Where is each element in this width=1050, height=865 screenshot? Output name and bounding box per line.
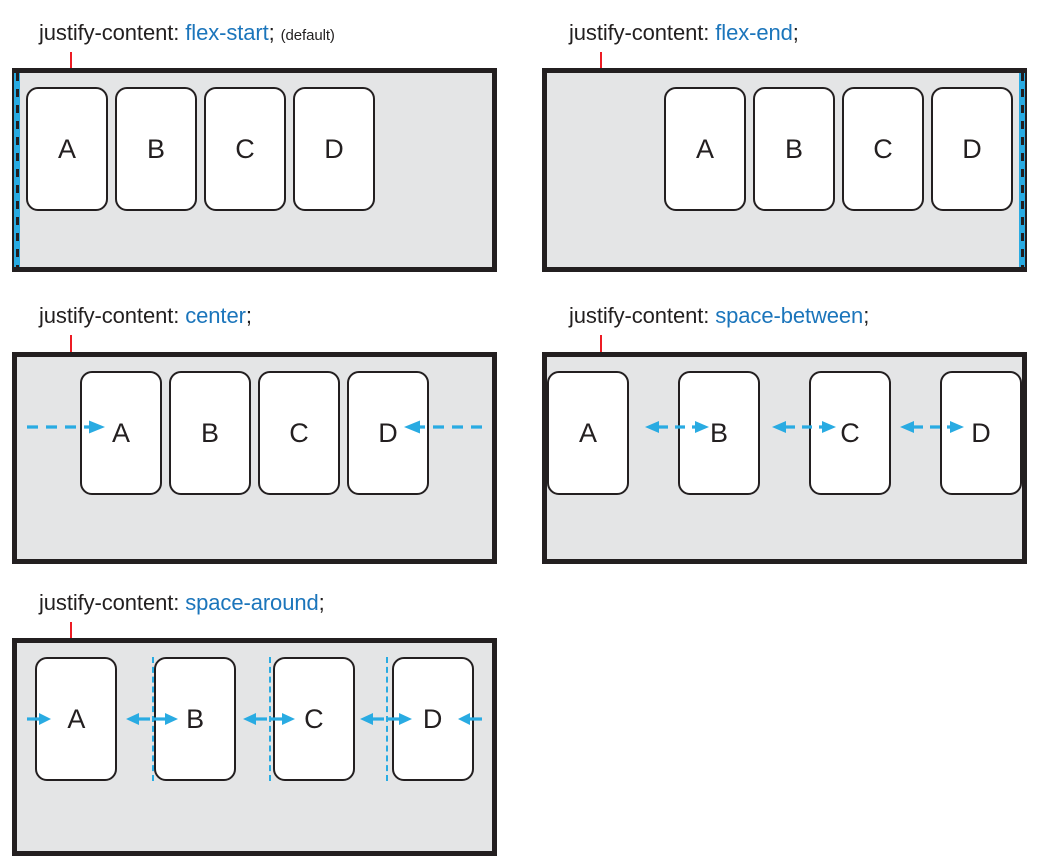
- space-around-arrow-edge-right: [458, 713, 482, 725]
- flex-item: B: [753, 87, 835, 211]
- caption-flex-start: justify-content: flex-start; (default): [12, 22, 497, 44]
- flex-container-space-between: A B C D: [542, 352, 1027, 564]
- semicolon: ;: [792, 20, 799, 45]
- flex-item: A: [664, 87, 746, 211]
- semicolon: ;: [863, 303, 870, 328]
- flex-container-space-around: A B C D: [12, 638, 497, 856]
- caption-space-between: justify-content: space-between;: [542, 305, 1027, 327]
- value-label: space-between: [715, 303, 864, 328]
- diagram-flex-start: justify-content: flex-start; (default): [12, 22, 497, 74]
- diagram-flex-end: justify-content: flex-end;: [542, 22, 1027, 74]
- caption-space-around: justify-content: space-around;: [12, 592, 497, 614]
- caption-center: justify-content: center;: [12, 305, 497, 327]
- flex-item: A: [26, 87, 108, 211]
- space-around-divider-ab: [152, 657, 154, 781]
- space-between-arrow-bc: [772, 421, 836, 433]
- flex-container-center: A B C D: [12, 352, 497, 564]
- space-around-arrow-edge-left: [27, 713, 51, 725]
- property-label: justify-content:: [39, 20, 180, 45]
- default-note: (default): [280, 27, 335, 44]
- semicolon: ;: [268, 20, 275, 45]
- space-between-arrow-cd: [900, 421, 964, 433]
- flex-item: D: [347, 371, 429, 495]
- center-arrow-left: [27, 420, 105, 434]
- property-label: justify-content:: [569, 20, 710, 45]
- red-tick-mark: [600, 52, 602, 74]
- red-tick-mark: [600, 335, 602, 357]
- space-around-arrow-bc: [243, 713, 295, 725]
- flex-item: B: [678, 371, 760, 495]
- flex-item: C: [258, 371, 340, 495]
- alignment-edge-marker-right: [1019, 73, 1025, 267]
- flex-item: B: [115, 87, 197, 211]
- semicolon: ;: [318, 590, 325, 615]
- space-around-arrow-ab: [126, 713, 178, 725]
- alignment-edge-marker-left: [14, 73, 20, 267]
- diagram-center: justify-content: center;: [12, 305, 497, 357]
- property-label: justify-content:: [39, 590, 180, 615]
- flex-item: D: [931, 87, 1013, 211]
- flex-item: C: [842, 87, 924, 211]
- value-label: flex-end: [715, 20, 793, 45]
- caption-flex-end: justify-content: flex-end;: [542, 22, 1027, 44]
- flex-container-flex-end: A B C D: [542, 68, 1027, 272]
- flex-container-flex-start: A B C D: [12, 68, 497, 272]
- flex-item: B: [169, 371, 251, 495]
- space-between-arrow-ab: [645, 421, 709, 433]
- diagram-space-between: justify-content: space-between;: [542, 305, 1027, 357]
- red-tick-mark: [70, 52, 72, 74]
- flex-item: D: [940, 371, 1022, 495]
- red-tick-mark: [70, 622, 72, 644]
- red-tick-mark: [70, 335, 72, 357]
- center-arrow-right: [404, 420, 482, 434]
- space-around-divider-bc: [269, 657, 271, 781]
- property-label: justify-content:: [39, 303, 180, 328]
- property-label: justify-content:: [569, 303, 710, 328]
- diagram-space-around: justify-content: space-around;: [12, 592, 497, 644]
- space-around-divider-cd: [386, 657, 388, 781]
- value-label: flex-start: [185, 20, 269, 45]
- flex-item: A: [80, 371, 162, 495]
- flex-item: D: [293, 87, 375, 211]
- flex-item: C: [809, 371, 891, 495]
- value-label: center: [185, 303, 246, 328]
- value-label: space-around: [185, 590, 319, 615]
- space-around-arrow-cd: [360, 713, 412, 725]
- flex-item: C: [204, 87, 286, 211]
- semicolon: ;: [245, 303, 252, 328]
- flex-item: A: [547, 371, 629, 495]
